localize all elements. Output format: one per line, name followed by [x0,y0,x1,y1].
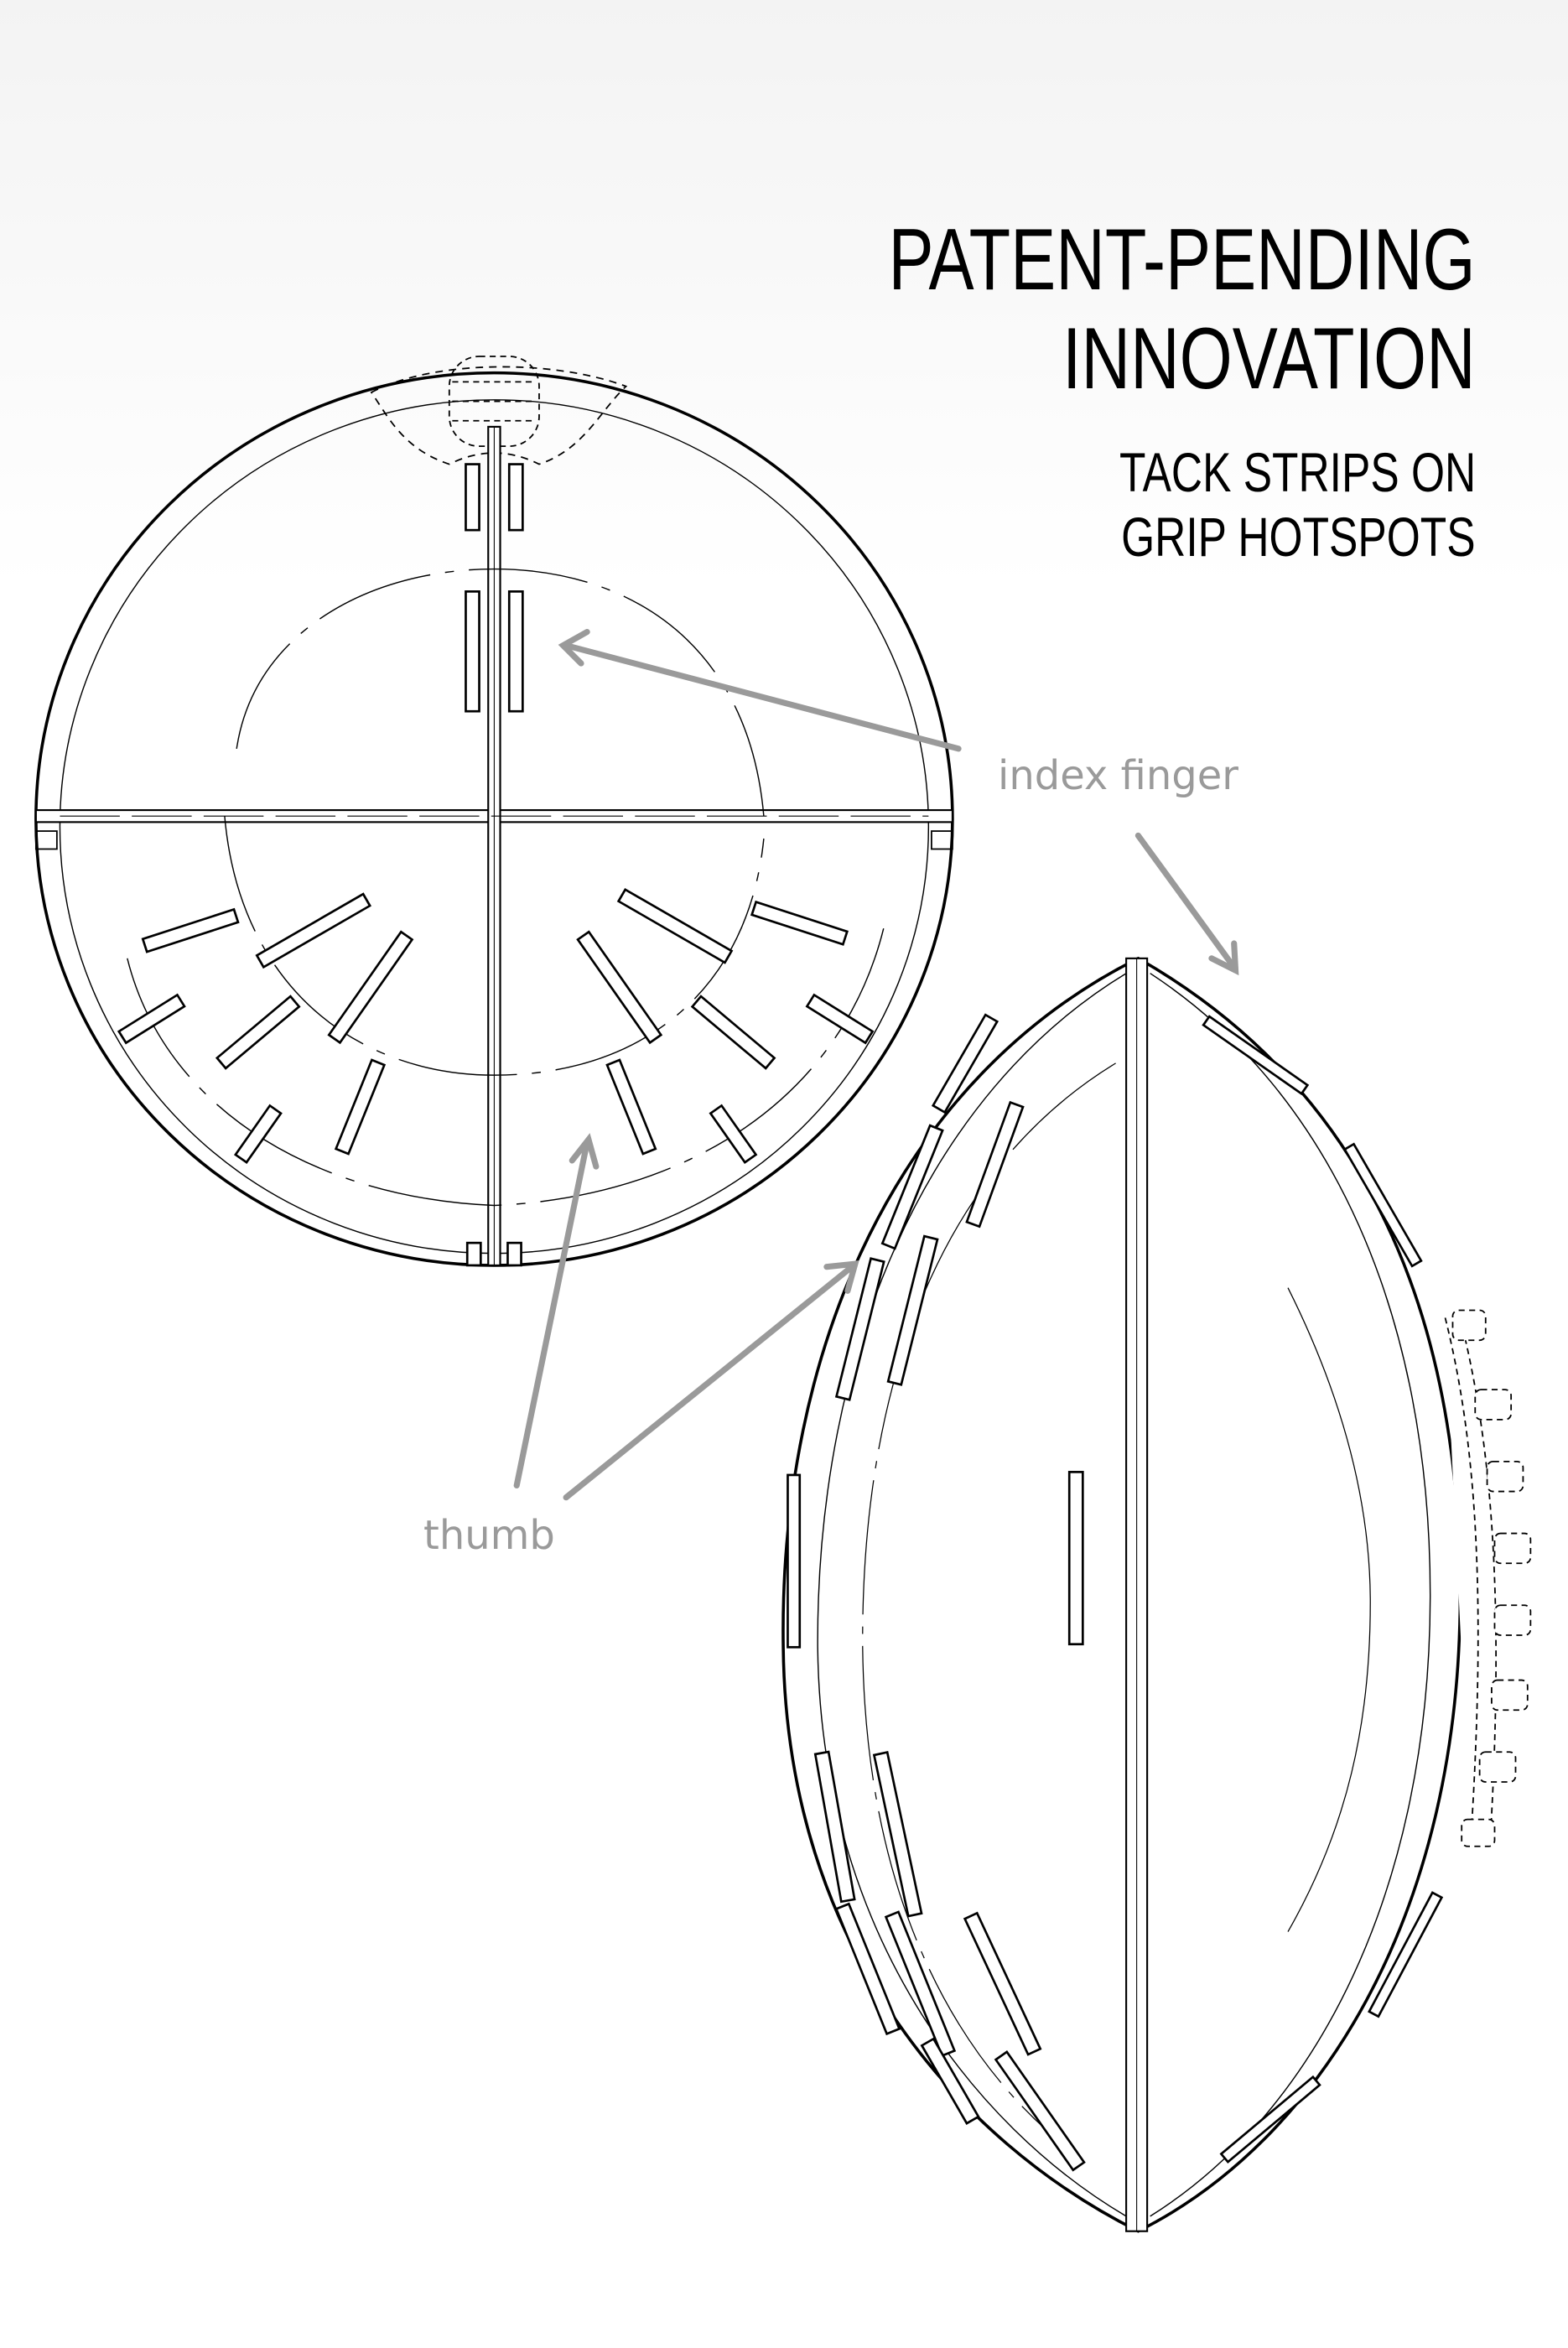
headline-line-2: INNOVATION [1062,310,1476,408]
arrow-thumb-side [563,1260,859,1501]
tack-strips-side-view [787,1013,1444,2172]
callout-index-finger: index finger [998,752,1238,799]
subheadline-line-1: TACK STRIPS ON [1119,441,1476,503]
arrow-index-finger-top [558,629,962,752]
subheadline-line-2: GRIP HOTSPOTS [1121,506,1476,568]
side-view-ball [781,956,1532,2233]
headline-line-1: PATENT-PENDING [888,211,1476,309]
arrow-index-finger-side [1134,832,1239,976]
laces-dashed [1444,1309,1532,1847]
arrow-thumb-top [513,1133,600,1489]
valve-dashed [370,366,628,465]
inner-arc-bottom [224,816,765,1076]
football-outline [781,956,1462,2233]
callout-arrows [513,629,1239,1501]
tack-strips-end-view [117,463,875,1267]
end-view-ball [34,356,954,1267]
callout-thumb: thumb [423,1512,555,1559]
